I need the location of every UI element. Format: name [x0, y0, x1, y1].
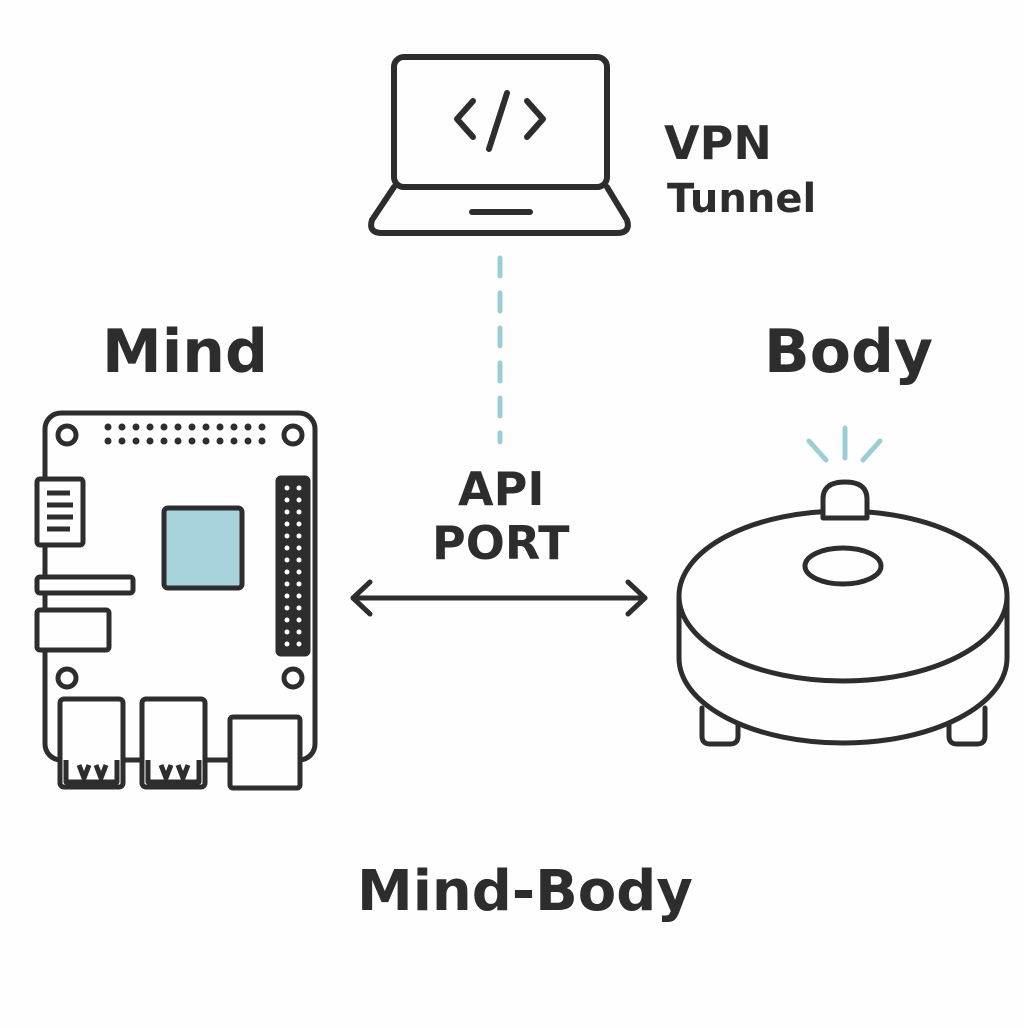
- api-label: API: [458, 462, 545, 516]
- mind-label: Mind: [102, 317, 268, 387]
- diagram-caption: Mind-Body: [357, 859, 693, 924]
- tunnel-label: Tunnel: [667, 176, 817, 222]
- laptop-icon: [368, 54, 631, 236]
- body-label: Body: [764, 317, 934, 387]
- raspberry-pi-board-icon: [34, 410, 318, 791]
- robot-vacuum-icon: [676, 425, 1010, 747]
- api-double-arrow: [350, 579, 648, 617]
- port-label: PORT: [432, 516, 570, 570]
- vpn-label: VPN: [664, 116, 772, 170]
